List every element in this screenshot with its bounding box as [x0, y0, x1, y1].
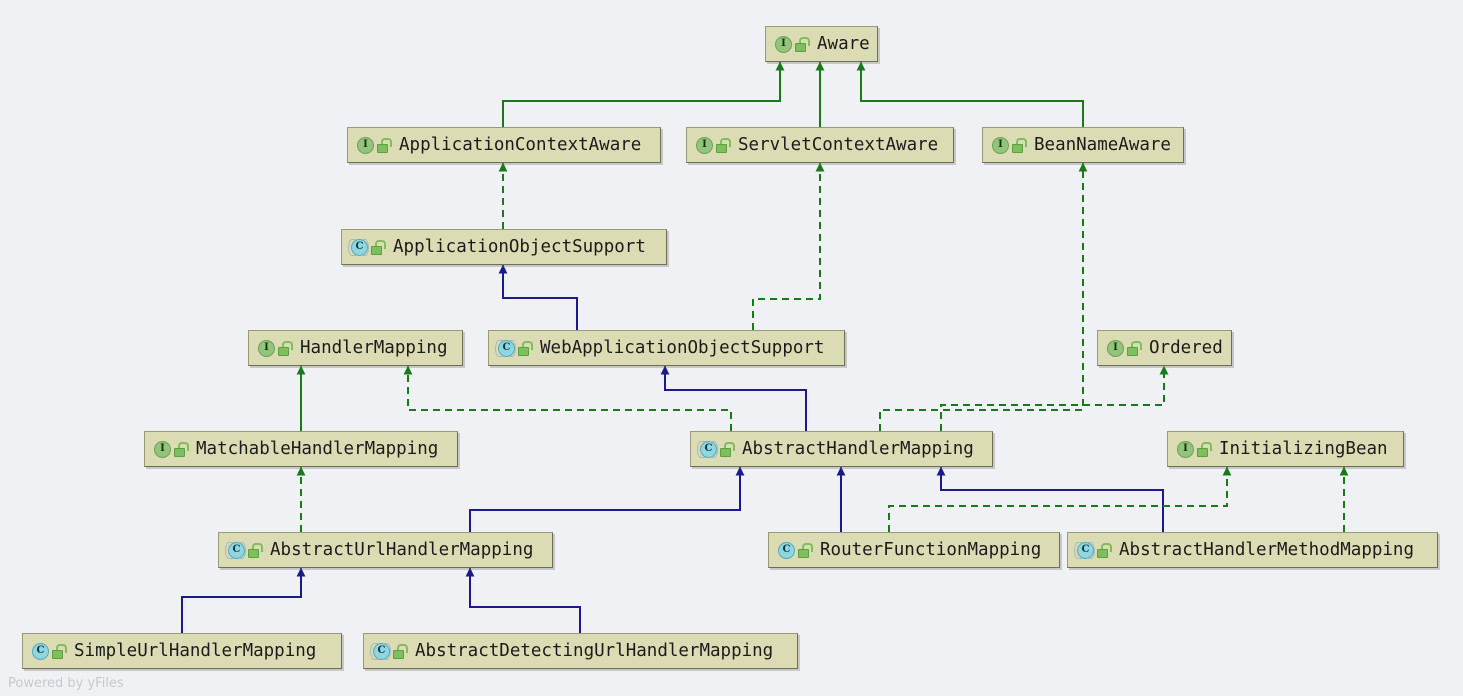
interface-icon: I	[152, 440, 171, 459]
unlocked-lock-icon	[371, 240, 386, 255]
class-node-aware[interactable]: I Aware	[765, 26, 878, 62]
class-node-appobjsupport[interactable]: C ApplicationObjectSupport	[341, 229, 667, 265]
unlocked-lock-icon	[393, 644, 408, 659]
unlocked-lock-icon	[1197, 442, 1212, 457]
edge-appctxaware-to-aware	[502, 61, 785, 127]
interface-icon: I	[990, 136, 1009, 155]
class-node-servletctxaware[interactable]: I ServletContextAware	[686, 127, 954, 163]
class-node-beannameaware[interactable]: I BeanNameAware	[982, 127, 1184, 163]
edge-routerfnmapping-to-initializingbean	[888, 466, 1232, 532]
class-node-label: ApplicationObjectSupport	[393, 237, 646, 257]
unlocked-lock-icon	[1012, 138, 1027, 153]
class-icon: C	[348, 238, 369, 257]
edge-simpleurlhm-to-abstracturlhm	[181, 567, 306, 633]
class-icon: C	[495, 339, 516, 358]
class-node-matchablehm[interactable]: I MatchableHandlerMapping	[144, 431, 458, 467]
class-node-label: MatchableHandlerMapping	[196, 439, 439, 459]
unlocked-lock-icon	[798, 543, 813, 558]
class-icon: C	[1074, 541, 1095, 560]
class-node-label: WebApplicationObjectSupport	[540, 338, 825, 358]
class-icon: C	[370, 642, 391, 661]
class-node-label: BeanNameAware	[1034, 135, 1171, 155]
class-node-label: AbstractHandlerMapping	[742, 439, 974, 459]
edge-abstracthm-to-handlermapping	[403, 365, 732, 431]
class-node-label: Ordered	[1149, 338, 1223, 358]
unlocked-lock-icon	[720, 442, 735, 457]
class-node-webappobjsupport[interactable]: C WebApplicationObjectSupport	[488, 330, 845, 366]
class-node-label: AbstractUrlHandlerMapping	[270, 540, 534, 560]
interface-icon: I	[1175, 440, 1194, 459]
yfiles-watermark: Powered by yFiles	[8, 676, 124, 691]
edge-webappobjsupport-to-servletctxaware	[752, 162, 825, 330]
interface-icon: I	[694, 136, 713, 155]
class-node-ordered[interactable]: I Ordered	[1097, 330, 1232, 366]
class-node-appctxaware[interactable]: I ApplicationContextAware	[347, 127, 661, 163]
unlocked-lock-icon	[52, 644, 67, 659]
class-node-label: Aware	[817, 34, 870, 54]
class-node-abstracthmm[interactable]: C AbstractHandlerMethodMapping	[1067, 532, 1438, 568]
unlocked-lock-icon	[278, 341, 293, 356]
edge-abstracthm-to-webappobjsupport	[660, 365, 807, 431]
class-node-label: ServletContextAware	[738, 135, 939, 155]
class-node-label: SimpleUrlHandlerMapping	[74, 641, 317, 661]
class-node-label: HandlerMapping	[300, 338, 448, 358]
unlocked-lock-icon	[248, 543, 263, 558]
class-node-label: AbstractDetectingUrlHandlerMapping	[415, 641, 774, 661]
class-icon: C	[225, 541, 246, 560]
edge-beannameaware-to-aware	[856, 61, 1084, 127]
unlocked-lock-icon	[795, 37, 810, 52]
class-node-label: AbstractHandlerMethodMapping	[1119, 540, 1415, 560]
class-node-initializingbean[interactable]: I InitializingBean	[1167, 431, 1404, 467]
unlocked-lock-icon	[716, 138, 731, 153]
unlocked-lock-icon	[174, 442, 189, 457]
interface-icon: I	[773, 35, 792, 54]
interface-icon: I	[1105, 339, 1124, 358]
edge-abstracthmm-to-abstracthm	[936, 466, 1164, 532]
edge-webappobjsupport-to-appobjsupport	[498, 264, 578, 330]
class-node-label: ApplicationContextAware	[399, 135, 642, 155]
class-node-abstractdetect[interactable]: C AbstractDetectingUrlHandlerMapping	[363, 633, 798, 669]
unlocked-lock-icon	[518, 341, 533, 356]
class-node-simpleurlhm[interactable]: C SimpleUrlHandlerMapping	[22, 633, 342, 669]
class-node-label: RouterFunctionMapping	[820, 540, 1042, 560]
unlocked-lock-icon	[1127, 341, 1142, 356]
class-icon: C	[776, 541, 795, 560]
class-node-routerfnmapping[interactable]: C RouterFunctionMapping	[768, 532, 1060, 568]
class-node-label: InitializingBean	[1219, 439, 1388, 459]
interface-icon: I	[355, 136, 374, 155]
edge-abstracturlhm-to-abstracthm	[469, 466, 745, 532]
class-node-abstracthm[interactable]: C AbstractHandlerMapping	[690, 431, 993, 467]
unlocked-lock-icon	[1097, 543, 1112, 558]
class-icon: C	[30, 642, 49, 661]
interface-icon: I	[256, 339, 275, 358]
edge-abstractdetect-to-abstracturlhm	[465, 567, 581, 633]
edge-abstracthm-to-beannameaware	[879, 162, 1088, 431]
class-icon: C	[697, 440, 718, 459]
class-node-abstracturlhm[interactable]: C AbstractUrlHandlerMapping	[218, 532, 553, 568]
class-node-handlermapping[interactable]: I HandlerMapping	[248, 330, 463, 366]
unlocked-lock-icon	[377, 138, 392, 153]
edge-abstracthm-to-ordered	[940, 365, 1169, 431]
